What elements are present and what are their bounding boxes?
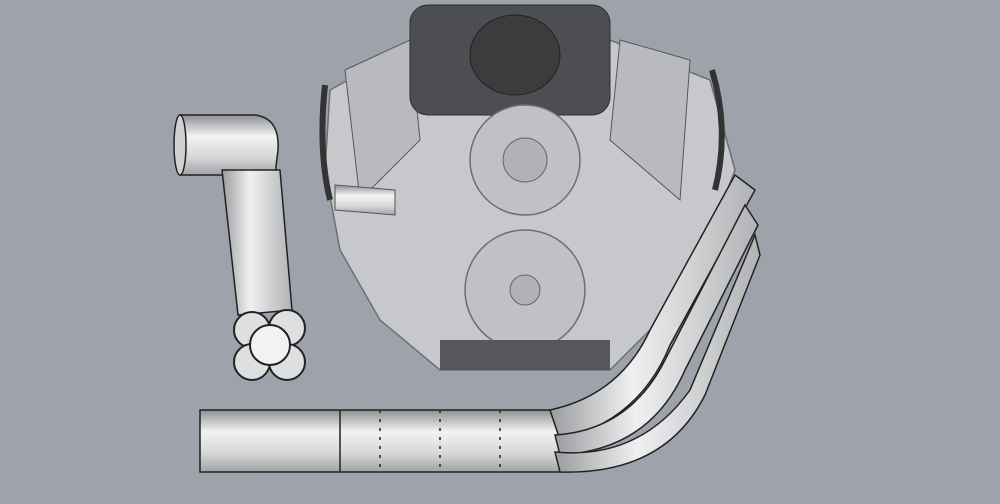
exhaust-header	[199, 173, 761, 473]
engine-block	[319, 4, 736, 371]
intake-pipe	[173, 114, 306, 381]
